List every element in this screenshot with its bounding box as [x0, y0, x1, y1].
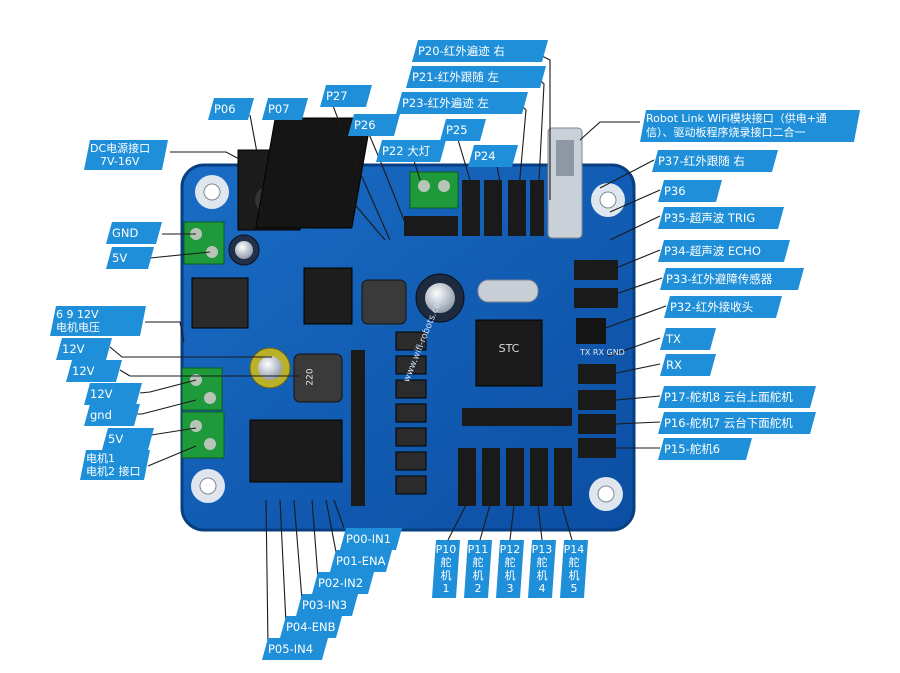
- label-dc-line2: 7V-16V: [100, 155, 140, 168]
- driver-array: [395, 331, 427, 495]
- label-gnd-2: gnd: [84, 404, 140, 426]
- label-p15: P15-舵机6: [658, 438, 752, 460]
- servo-3-c2: 机: [504, 569, 516, 582]
- label-gnd: GND: [106, 222, 162, 244]
- label-p20: P20-红外遍迹 右: [412, 40, 548, 62]
- right-headers: [574, 260, 618, 458]
- mcu-chip: [475, 319, 543, 387]
- servo-2-n: 2: [474, 582, 482, 595]
- terminal-motor: [181, 411, 225, 459]
- label-p17: P17-舵机8 云台上面舵机: [658, 386, 816, 408]
- servo-5-c1: 舵: [568, 556, 580, 569]
- middle-header-row: [462, 408, 572, 426]
- label-5v-b: 5V: [102, 428, 154, 450]
- top-headers: [404, 180, 544, 236]
- label-p22: P22 大灯: [376, 140, 446, 162]
- servo-5-c2: 机: [568, 569, 580, 582]
- label-p01: P01-ENA: [330, 550, 392, 572]
- servo-2-c2: 机: [472, 569, 484, 582]
- servo-5-port: P14: [563, 543, 585, 556]
- label-p36: P36: [658, 180, 722, 202]
- label-motor-line2: 电机2 接口: [86, 465, 141, 478]
- label-p04: P04-ENB: [280, 616, 342, 638]
- cap-silkscreen: 220: [305, 368, 316, 386]
- label-p25: P25: [440, 119, 486, 141]
- servo-1-n: 1: [442, 582, 450, 595]
- label-p33: P33-红外避障传感器: [660, 268, 804, 290]
- inductor-1: [293, 353, 343, 403]
- servo-4-c1: 舵: [536, 556, 548, 569]
- label-p06: P06: [208, 98, 254, 120]
- label-12v-c: 12V: [84, 383, 142, 405]
- power-switch: [255, 117, 372, 229]
- servo-1-c1: 舵: [440, 556, 452, 569]
- label-p26: P26: [348, 114, 400, 136]
- servo-3-n: 3: [506, 582, 514, 595]
- label-tx: TX: [660, 328, 716, 350]
- inductor-2: [361, 279, 407, 325]
- servo-4-c2: 机: [536, 569, 548, 582]
- label-p24: P24: [468, 145, 518, 167]
- mcu-text: STC: [499, 342, 520, 355]
- servo-1-port: P10: [435, 543, 457, 556]
- servo-2-c1: 舵: [472, 556, 484, 569]
- label-12v-a: 12V: [56, 338, 112, 360]
- label-p03: P03-IN3: [296, 594, 358, 616]
- label-p05: P05-IN4: [262, 638, 328, 660]
- label-p37: P37-红外跟随 右: [652, 150, 778, 172]
- label-12v-b: 12V: [66, 360, 122, 382]
- ldo-chip: [303, 267, 353, 325]
- servo-2-port: P11: [467, 543, 489, 556]
- terminal-p22: [409, 171, 459, 209]
- label-p07: P07: [262, 98, 308, 120]
- servo-headers: [458, 448, 572, 506]
- terminal-12v: [181, 367, 223, 411]
- label-p23: P23-红外遍迹 左: [396, 92, 528, 114]
- ir-receiver: [576, 318, 606, 344]
- label-p27: P27: [320, 85, 372, 107]
- label-p00: P00-IN1: [340, 528, 402, 550]
- crystal: [477, 279, 539, 303]
- label-p35: P35-超声波 TRIG: [658, 207, 784, 229]
- servo-4-n: 4: [538, 582, 546, 595]
- label-p02: P02-IN2: [312, 572, 374, 594]
- motor-driver-chip: [249, 419, 343, 483]
- regulator: [191, 277, 249, 329]
- servo-4-port: P13: [531, 543, 553, 556]
- servo-1-c2: 机: [440, 569, 452, 582]
- terminal-5v-gnd: [183, 221, 225, 265]
- label-p34: P34-超声波 ECHO: [658, 240, 790, 262]
- label-5v: 5V: [106, 247, 154, 269]
- txrx-silkscreen: TX RX GND: [580, 348, 625, 357]
- label-p16: P16-舵机7 云台下面舵机: [658, 412, 816, 434]
- label-dc-line1: DC电源接口: [90, 142, 151, 155]
- label-motor-voltage-line2: 电机电压: [56, 321, 100, 334]
- label-motor-line1: 电机1: [86, 452, 115, 465]
- label-p32: P32-红外接收头: [664, 296, 782, 318]
- mounting-holes: [191, 175, 625, 511]
- header-pins-column: [351, 350, 365, 506]
- label-motor-voltage-line1: 6 9 12V: [56, 308, 99, 321]
- label-rx: RX: [660, 354, 716, 376]
- label-robotlink: Robot Link WiFi模块接口（供电+通信）、驱动板程序烧录接口二合一: [640, 110, 860, 142]
- label-motor-ports: 电机1 电机2 接口: [80, 450, 150, 480]
- label-dc-power: DC电源接口 7V-16V: [84, 140, 168, 170]
- servo-5-n: 5: [570, 582, 578, 595]
- servo-3-c1: 舵: [504, 556, 516, 569]
- label-motor-voltage: 6 9 12V 电机电压: [50, 306, 146, 336]
- label-p21: P21-红外跟随 左: [406, 66, 546, 88]
- servo-3-port: P12: [499, 543, 521, 556]
